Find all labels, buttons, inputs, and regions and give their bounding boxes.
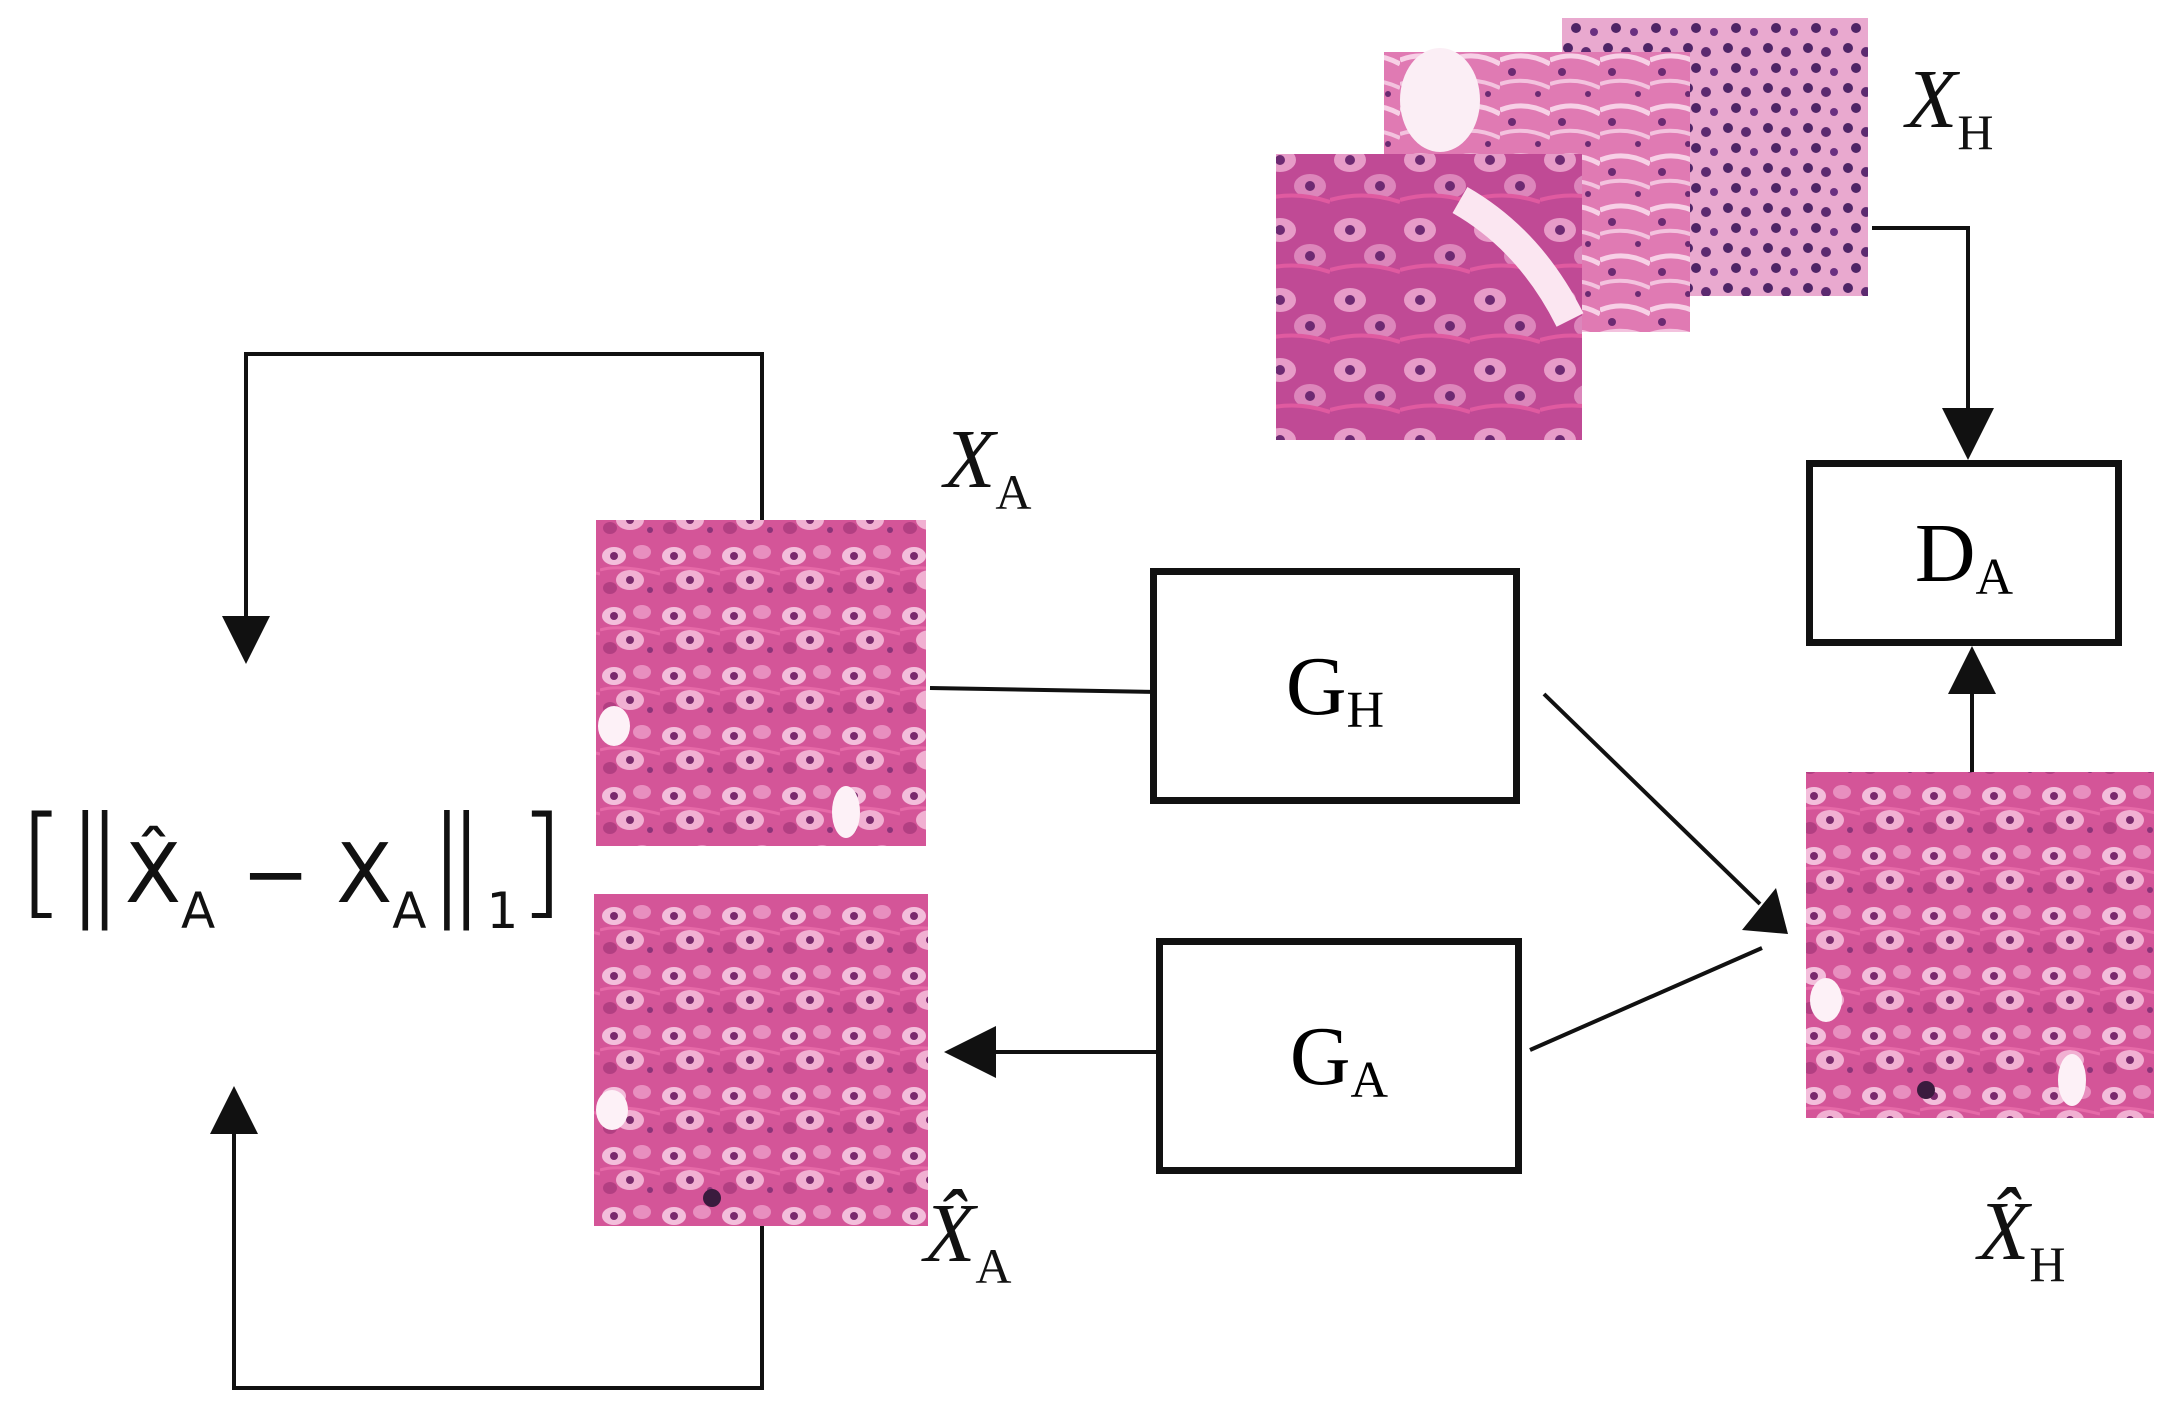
loop-bottom-arrowhead <box>210 1086 258 1134</box>
ga-to-xahat-arrowhead <box>944 1026 996 1078</box>
label-x-a: XA <box>944 413 1032 520</box>
loop-top-arrowhead <box>222 616 270 664</box>
label-x-h: XH <box>1906 53 1994 160</box>
loop-bottom-connector <box>232 1132 764 1390</box>
xhhat-to-ga-line <box>1529 946 1763 1052</box>
xhhat-to-da-arrowhead <box>1948 646 1996 694</box>
xh-to-da-arrowhead <box>1942 408 1994 460</box>
cycle-loss-formula: [‖X̂A − XA‖1] <box>18 792 566 940</box>
xh-patch-front <box>1276 154 1582 440</box>
xa-patch <box>596 520 926 846</box>
loop-top-connector <box>244 352 764 618</box>
gh-to-xhhat-arrowhead <box>1742 888 1788 934</box>
xa-hat-patch <box>594 894 928 1226</box>
label-x-h-hat: X̂H <box>1978 1185 2066 1292</box>
xa-to-gh-line <box>929 686 1161 694</box>
label-x-a-hat: X̂A <box>924 1187 1012 1294</box>
xh-to-da-connector <box>1872 226 1970 414</box>
xh-hat-patch <box>1806 772 2154 1118</box>
gh-to-xhhat-line <box>1542 692 1762 906</box>
